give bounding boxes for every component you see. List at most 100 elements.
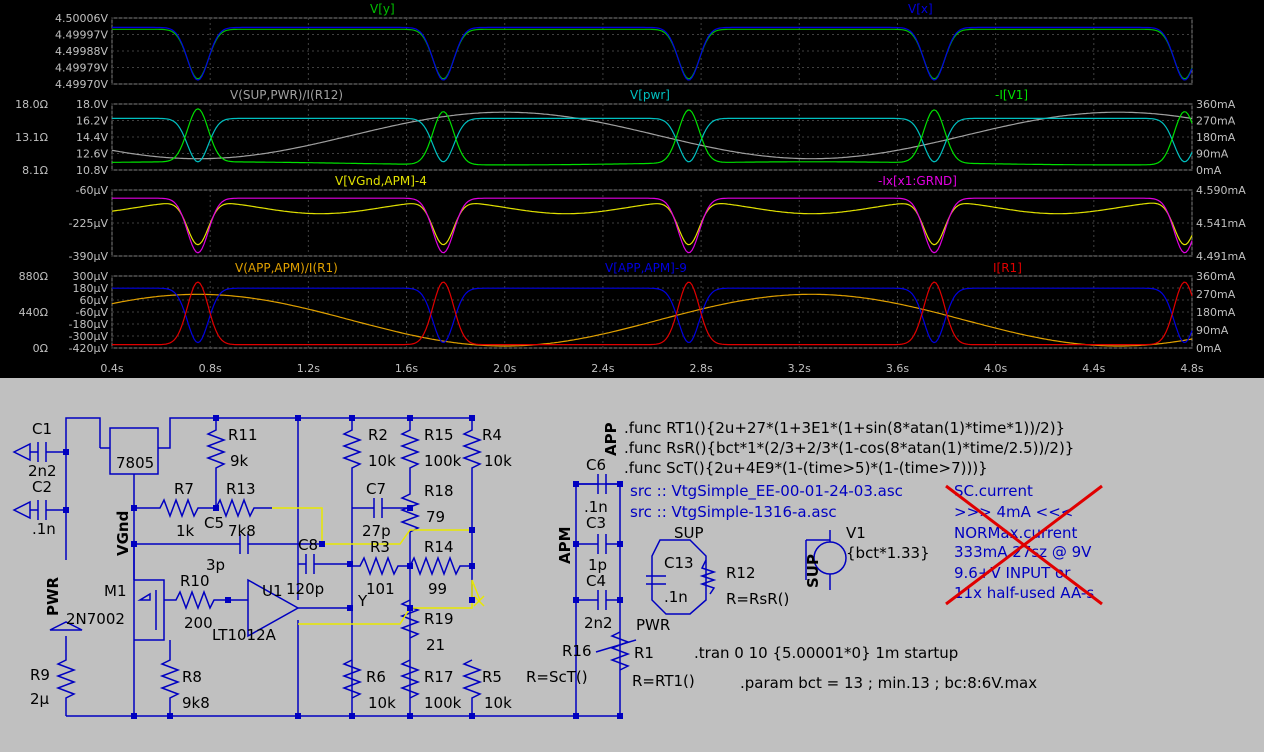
comment-src-1[interactable]: src :: VtgSimple_EE-00-01-24-03.asc xyxy=(630,482,903,501)
pane-1[interactable]: 4.50006V4.49997V4.49988V4.49979V4.49970V… xyxy=(55,2,1193,91)
u1-label[interactable]: U1 xyxy=(262,582,283,600)
regulator-label[interactable]: 7805 xyxy=(116,454,154,472)
r16-value[interactable]: R=ScT() xyxy=(526,668,588,686)
trace-label-sup-pwr-ratio[interactable]: V(SUP,PWR)/I(R12) xyxy=(230,88,343,102)
r3-label[interactable]: R3 xyxy=(370,538,390,556)
directive-rsr[interactable]: .func RsR(){bct*1*(2/3+2/3*(1-cos(8*atan… xyxy=(624,439,1074,457)
c5-value[interactable]: 3p xyxy=(206,556,225,574)
r11-value[interactable]: 9k xyxy=(230,452,249,470)
note-line-4[interactable]: 333mA 27sz @ 9V xyxy=(954,543,1092,561)
r12-value[interactable]: R=RsR() xyxy=(726,590,789,608)
schematic-editor[interactable]: C1 2n2 C2 .1n 7805 R11 9k R7 1k R13 7k8 … xyxy=(0,378,1264,752)
pwr2-netlabel[interactable]: PWR xyxy=(636,616,670,634)
r19-label[interactable]: R19 xyxy=(424,610,454,628)
r12-label[interactable]: R12 xyxy=(726,564,756,582)
comment-src-2[interactable]: src :: VtgSimple-1316-a.asc xyxy=(630,503,837,521)
r5-label[interactable]: R5 xyxy=(482,668,502,686)
trace-label-ix-grnd[interactable]: -Ix[x1:GRND] xyxy=(878,174,957,188)
v1-label[interactable]: V1 xyxy=(846,524,866,542)
r2-value[interactable]: 10k xyxy=(368,452,396,470)
directive-param[interactable]: .param bct = 13 ; min.13 ; bc:8:6V.max xyxy=(740,674,1037,692)
note-line-1[interactable]: SC.current xyxy=(954,482,1033,500)
r8-value[interactable]: 9k8 xyxy=(182,694,210,712)
trace-label-vpwr[interactable]: V[pwr] xyxy=(630,88,670,102)
r7-value[interactable]: 1k xyxy=(176,522,195,540)
c13-label[interactable]: C13 xyxy=(664,554,694,572)
c2-label[interactable]: C2 xyxy=(32,478,52,496)
app-netlabel[interactable]: APP xyxy=(602,422,620,456)
trace-label-app-apm-ratio[interactable]: V(APP,APM)/I(R1) xyxy=(235,261,338,275)
r10-value[interactable]: 200 xyxy=(184,614,213,632)
trace-label-ir1[interactable]: I[R1] xyxy=(993,261,1022,275)
waveform-viewer[interactable]: 4.50006V4.49997V4.49988V4.49979V4.49970V… xyxy=(0,0,1264,378)
r2-label[interactable]: R2 xyxy=(368,426,388,444)
trace-label-vapp-apm[interactable]: V[APP,APM]-9 xyxy=(605,261,687,275)
sup-netlabel[interactable]: SUP xyxy=(674,524,704,542)
r6-label[interactable]: R6 xyxy=(366,668,386,686)
directive-rt1[interactable]: .func RT1(){2u+27*(1+3E1*(1+sin(8*atan(1… xyxy=(624,419,1065,437)
pwr-netlabel[interactable]: PWR xyxy=(44,576,62,616)
r19-value[interactable]: 21 xyxy=(426,636,445,654)
trace-label-vx[interactable]: V[x] xyxy=(908,2,933,16)
c13-value[interactable]: .1n xyxy=(664,588,688,606)
r16-label[interactable]: R16 xyxy=(562,642,592,660)
r9-value[interactable]: 2µ xyxy=(30,690,50,708)
c3-label[interactable]: C3 xyxy=(586,514,606,532)
r7-label[interactable]: R7 xyxy=(174,480,194,498)
r13-value[interactable]: 7k8 xyxy=(228,522,256,540)
c2-value[interactable]: .1n xyxy=(32,520,56,538)
r13-label[interactable]: R13 xyxy=(226,480,256,498)
m1-label[interactable]: M1 xyxy=(104,582,127,600)
r4-label[interactable]: R4 xyxy=(482,426,502,444)
r5-value[interactable]: 10k xyxy=(484,694,512,712)
r15-label[interactable]: R15 xyxy=(424,426,454,444)
directive-tran[interactable]: .tran 0 10 {5.00001*0} 1m startup xyxy=(694,644,958,662)
r15-value[interactable]: 100k xyxy=(424,452,462,470)
r14-value[interactable]: 99 xyxy=(428,580,447,598)
r10-label[interactable]: R10 xyxy=(180,572,210,590)
r8-label[interactable]: R8 xyxy=(182,668,202,686)
c1-value[interactable]: 2n2 xyxy=(28,462,57,480)
c7-value[interactable]: 27p xyxy=(362,522,391,540)
c7-label[interactable]: C7 xyxy=(366,480,386,498)
c8-value[interactable]: 120p xyxy=(286,580,324,598)
v1-value[interactable]: {bct*1.33} xyxy=(846,544,930,562)
note-line-6[interactable]: 11x half-used AA-s xyxy=(954,584,1094,602)
c6-value[interactable]: .1n xyxy=(584,498,608,516)
directive-sct[interactable]: .func ScT(){2u+4E9*(1-(time>5)*(1-(time>… xyxy=(624,459,988,477)
c4-value[interactable]: 2n2 xyxy=(584,614,613,632)
c1-label[interactable]: C1 xyxy=(32,420,52,438)
c4-label[interactable]: C4 xyxy=(586,572,606,590)
pane-3[interactable]: -60µV-225µV-390µV 4.590mA4.541mA4.491mA … xyxy=(69,174,1247,263)
trace-label-iv1[interactable]: -I[V1] xyxy=(995,88,1028,102)
r3-value[interactable]: 101 xyxy=(366,580,395,598)
r4-value[interactable]: 10k xyxy=(484,452,512,470)
r9-label[interactable]: R9 xyxy=(30,666,50,684)
r18-label[interactable]: R18 xyxy=(424,482,454,500)
trace-label-vgnd-apm[interactable]: V[VGnd,APM]-4 xyxy=(335,174,427,188)
junction-dot xyxy=(131,505,137,511)
r18-value[interactable]: 79 xyxy=(426,508,445,526)
vgnd-netlabel[interactable]: VGnd xyxy=(114,511,132,556)
r1-label[interactable]: R1 xyxy=(634,644,654,662)
r6-value[interactable]: 10k xyxy=(368,694,396,712)
sup2-netlabel[interactable]: SUP xyxy=(804,554,822,588)
c8-label[interactable]: C8 xyxy=(298,536,318,554)
junction-dot xyxy=(469,563,475,569)
y-netlabel[interactable]: Y xyxy=(357,592,368,610)
r11-label[interactable]: R11 xyxy=(228,426,258,444)
r17-label[interactable]: R17 xyxy=(424,668,454,686)
r17-value[interactable]: 100k xyxy=(424,694,462,712)
c5-label[interactable]: C5 xyxy=(204,514,224,532)
axis-tick-label: 880Ω xyxy=(19,270,48,283)
c3-value[interactable]: 1p xyxy=(588,556,607,574)
c6-label[interactable]: C6 xyxy=(586,456,606,474)
apm-netlabel[interactable]: APM xyxy=(556,526,574,564)
u1-value[interactable]: LT1012A xyxy=(212,626,277,644)
r1-value[interactable]: R=RT1() xyxy=(632,672,695,690)
trace-label-vy[interactable]: V[y] xyxy=(370,2,395,16)
r14-label[interactable]: R14 xyxy=(424,538,454,556)
m1-value[interactable]: 2N7002 xyxy=(66,610,125,628)
